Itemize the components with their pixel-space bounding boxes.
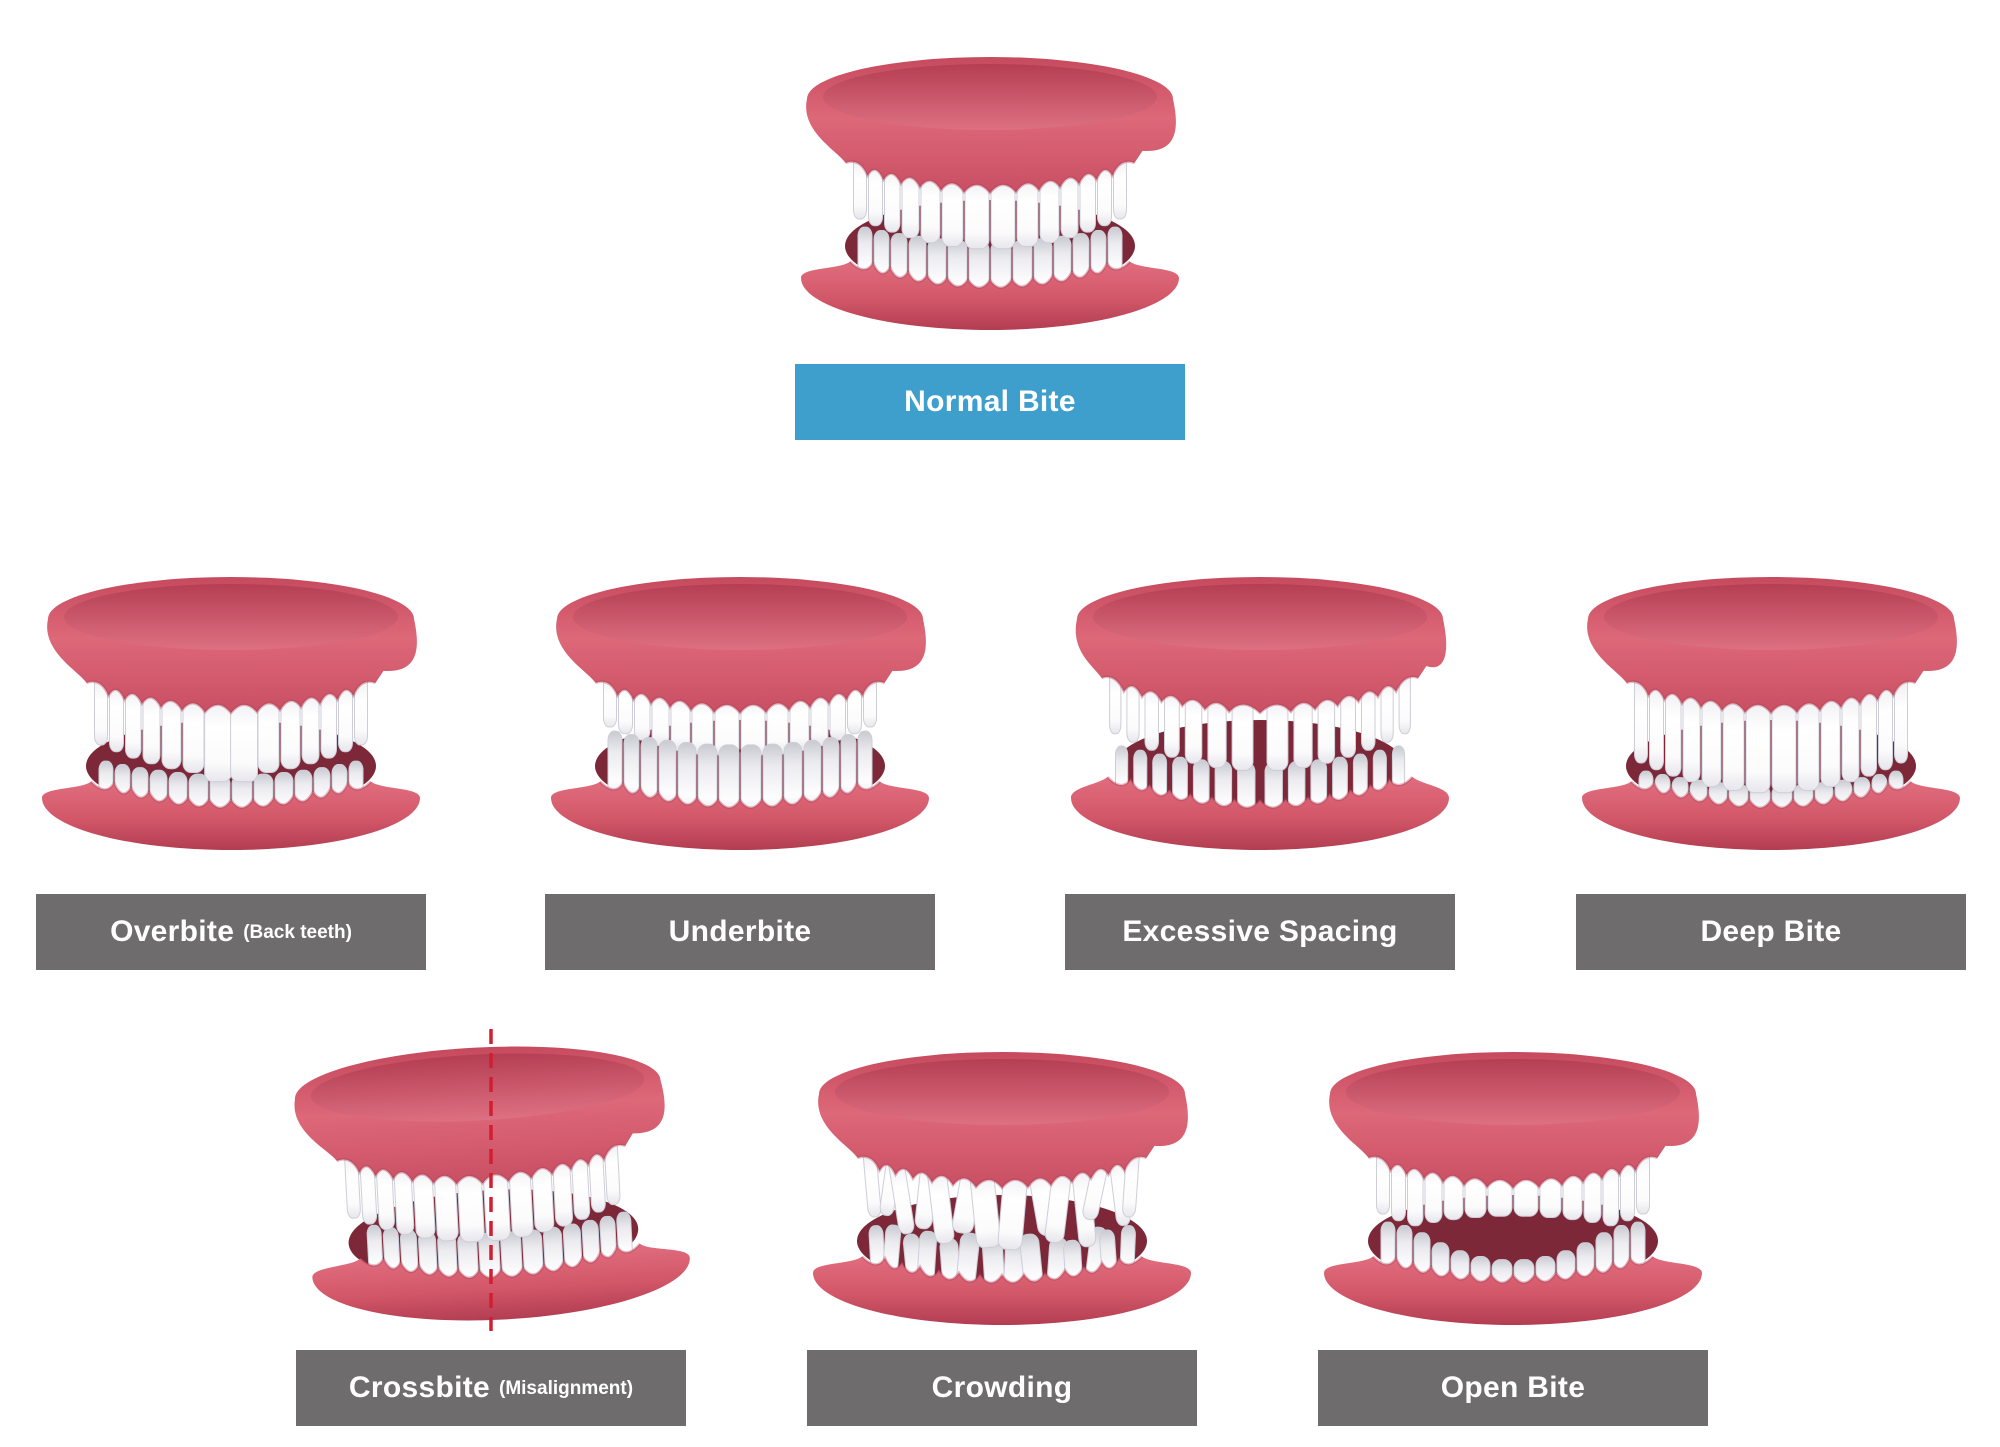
teeth-illustration-excessive-spacing: [1060, 555, 1460, 865]
lower-jaw: [813, 1255, 1191, 1325]
upper-jaw: [818, 1052, 1188, 1190]
label-subtext: (Back teeth): [243, 922, 352, 943]
upper-teeth: [344, 1134, 621, 1243]
label-crossbite: Crossbite (Misalignment): [296, 1350, 686, 1426]
label-text: Deep Bite: [1700, 915, 1842, 948]
lower-jaw: [1324, 1255, 1702, 1325]
teeth-illustration-crowding: [802, 1030, 1202, 1340]
label-text: Excessive Spacing: [1122, 915, 1398, 948]
label-underbite: Underbite: [545, 894, 935, 970]
label-deep-bite: Deep Bite: [1576, 894, 1966, 970]
lower-jaw: [42, 780, 420, 850]
lower-jaw: [312, 1243, 690, 1321]
upper-jaw: [1329, 1052, 1699, 1190]
upper-jaw: [556, 577, 926, 715]
teeth-illustration-overbite: [31, 555, 431, 865]
label-text: Underbite: [668, 915, 812, 948]
label-open-bite: Open Bite: [1318, 1350, 1708, 1426]
upper-teeth: [862, 1146, 1140, 1251]
lower-jaw: [1071, 776, 1449, 850]
upper-jaw: [1075, 577, 1447, 715]
lower-jaw: [801, 260, 1179, 330]
label-overbite: Overbite (Back teeth): [36, 894, 426, 970]
teeth-illustration-normal-bite: [790, 35, 1190, 345]
label-subtext: (Misalignment): [499, 1378, 634, 1399]
label-text: Overbite: [110, 915, 235, 948]
upper-teeth: [1634, 671, 1908, 794]
label-text: Normal Bite: [904, 385, 1076, 418]
teeth-illustration-deep-bite: [1571, 555, 1971, 865]
upper-jaw: [294, 1046, 665, 1187]
upper-teeth: [853, 151, 1127, 250]
upper-teeth: [94, 671, 368, 783]
label-text: Open Bite: [1440, 1371, 1586, 1404]
teeth-illustration-underbite: [540, 555, 940, 865]
teeth-illustration-open-bite: [1313, 1030, 1713, 1340]
label-excessive-spacing: Excessive Spacing: [1065, 894, 1455, 970]
label-crowding: Crowding: [807, 1350, 1197, 1426]
label-text: Crossbite: [348, 1371, 490, 1404]
teeth-illustration-crossbite: [291, 1025, 691, 1335]
upper-jaw: [1587, 577, 1957, 715]
lower-jaw: [551, 780, 929, 850]
label-normal-bite: Normal Bite: [795, 364, 1185, 440]
lower-teeth: [607, 730, 873, 823]
upper-jaw: [47, 577, 417, 715]
label-text: Crowding: [931, 1371, 1073, 1404]
upper-jaw: [806, 57, 1176, 195]
lower-jaw: [1582, 780, 1960, 850]
